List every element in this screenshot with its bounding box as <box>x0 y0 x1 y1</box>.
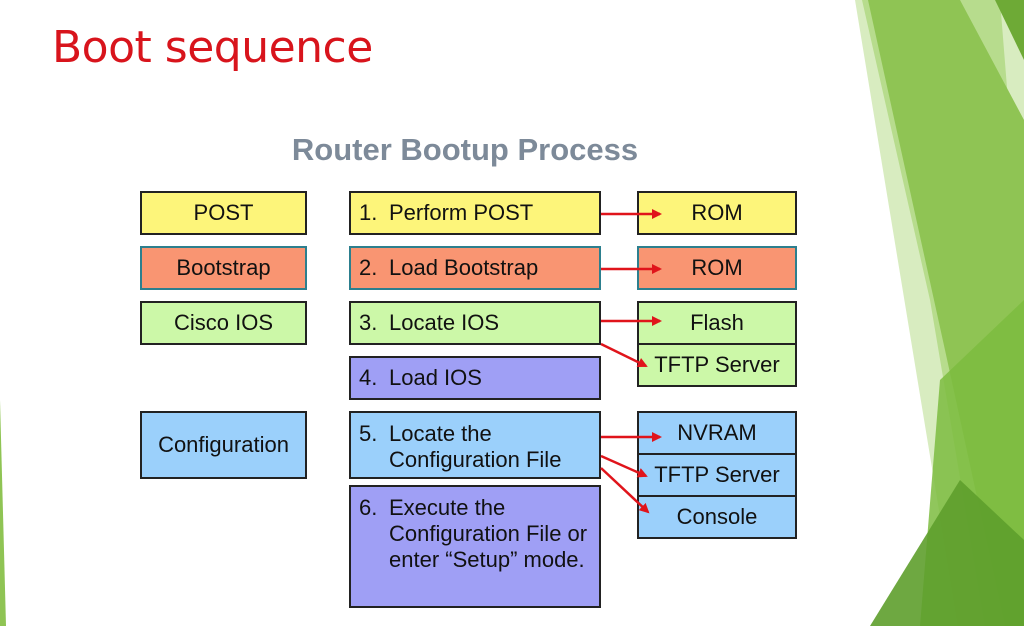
phase-label: POST <box>193 200 254 225</box>
step-load-bootstrap: 2. Load Bootstrap <box>349 246 601 290</box>
slide-title: Boot sequence <box>52 22 373 73</box>
step-load-ios: 4. Load IOS <box>349 356 601 400</box>
step-number: 6. <box>359 495 378 520</box>
source-flash: Flash <box>637 301 797 345</box>
step-perform-post: 1. Perform POST <box>349 191 601 235</box>
source-label: ROM <box>691 200 743 225</box>
step-number: 1. <box>359 200 378 225</box>
source-tftp-ios: TFTP Server <box>637 343 797 387</box>
source-rom-bootstrap: ROM <box>637 246 797 290</box>
phase-label: Cisco IOS <box>173 310 274 335</box>
step-text: Load IOS <box>389 365 482 390</box>
source-label: TFTP Server <box>654 352 780 377</box>
step-text: Perform POST <box>389 200 534 225</box>
step-text: Locate IOS <box>389 310 500 335</box>
step-number: 3. <box>359 310 378 335</box>
phase-bootstrap: Bootstrap <box>140 246 307 290</box>
source-tftp-config: TFTP Server <box>637 453 797 497</box>
source-label: ROM <box>691 255 743 280</box>
step-text: Load Bootstrap <box>389 255 539 280</box>
source-label: Console <box>676 504 758 529</box>
diagram-title: Router Bootup Process <box>291 132 639 167</box>
source-console: Console <box>637 495 797 539</box>
phase-configuration: Configuration <box>140 411 307 479</box>
source-label: TFTP Server <box>654 462 780 487</box>
step-execute-config: 6. Execute the Configuration File or ent… <box>349 485 601 608</box>
source-rom-post: ROM <box>637 191 797 235</box>
phase-cisco-ios: Cisco IOS <box>140 301 307 345</box>
source-label: NVRAM <box>677 420 757 445</box>
phase-post: POST <box>140 191 307 235</box>
step-text: Locate the Configuration File <box>389 421 562 472</box>
step-locate-config: 5. Locate the Configuration File <box>349 411 601 479</box>
source-nvram: NVRAM <box>637 411 797 455</box>
step-number: 4. <box>359 365 378 390</box>
phase-label: Bootstrap <box>176 255 271 280</box>
step-locate-ios: 3. Locate IOS <box>349 301 601 345</box>
step-text: Execute the Configuration File or enter … <box>389 495 588 572</box>
step-number: 5. <box>359 421 378 446</box>
phase-label: Configuration <box>158 432 289 457</box>
step-number: 2. <box>359 255 378 280</box>
source-label: Flash <box>690 310 744 335</box>
